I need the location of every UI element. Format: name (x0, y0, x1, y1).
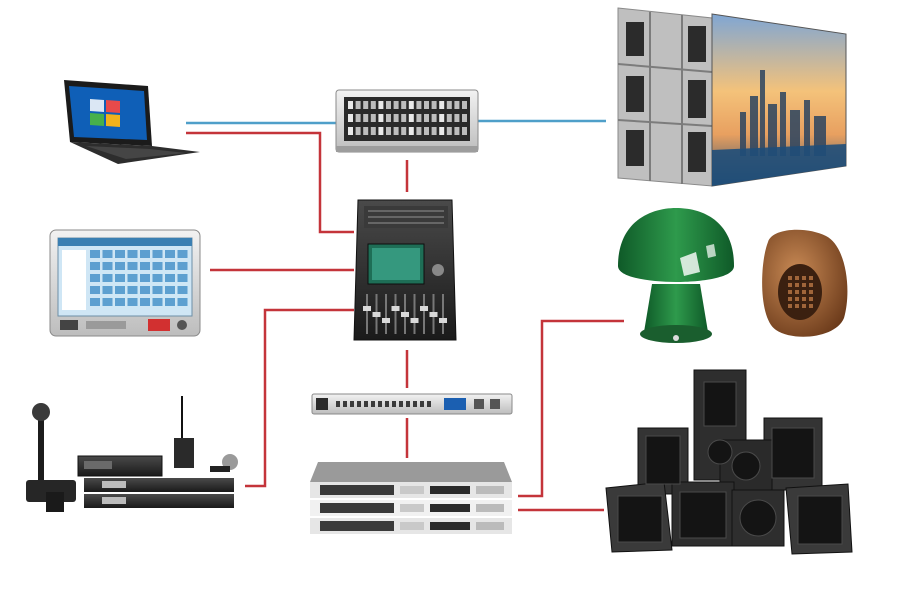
laptop-icon (64, 80, 200, 164)
audio-link-laptop-mixer (186, 131, 354, 234)
broadcast-control-console-icon (49, 229, 201, 337)
audio-link-mics-mixer (245, 308, 354, 488)
connection-lines (186, 119, 624, 512)
loudspeaker-cluster-icon (605, 369, 853, 555)
video-matrix-switcher-icon (335, 89, 479, 153)
mushroom-garden-speaker-icon (618, 208, 734, 343)
digital-audio-mixer-icon (353, 199, 457, 341)
rock-speaker-icon (762, 229, 848, 337)
wireless-microphone-system-icon (26, 396, 238, 512)
led-video-wall-icon (617, 7, 847, 187)
audio-link-amps-garden-speaker (518, 319, 624, 498)
power-amplifier-stack-icon (310, 462, 512, 534)
audio-processor-icon (311, 393, 513, 415)
